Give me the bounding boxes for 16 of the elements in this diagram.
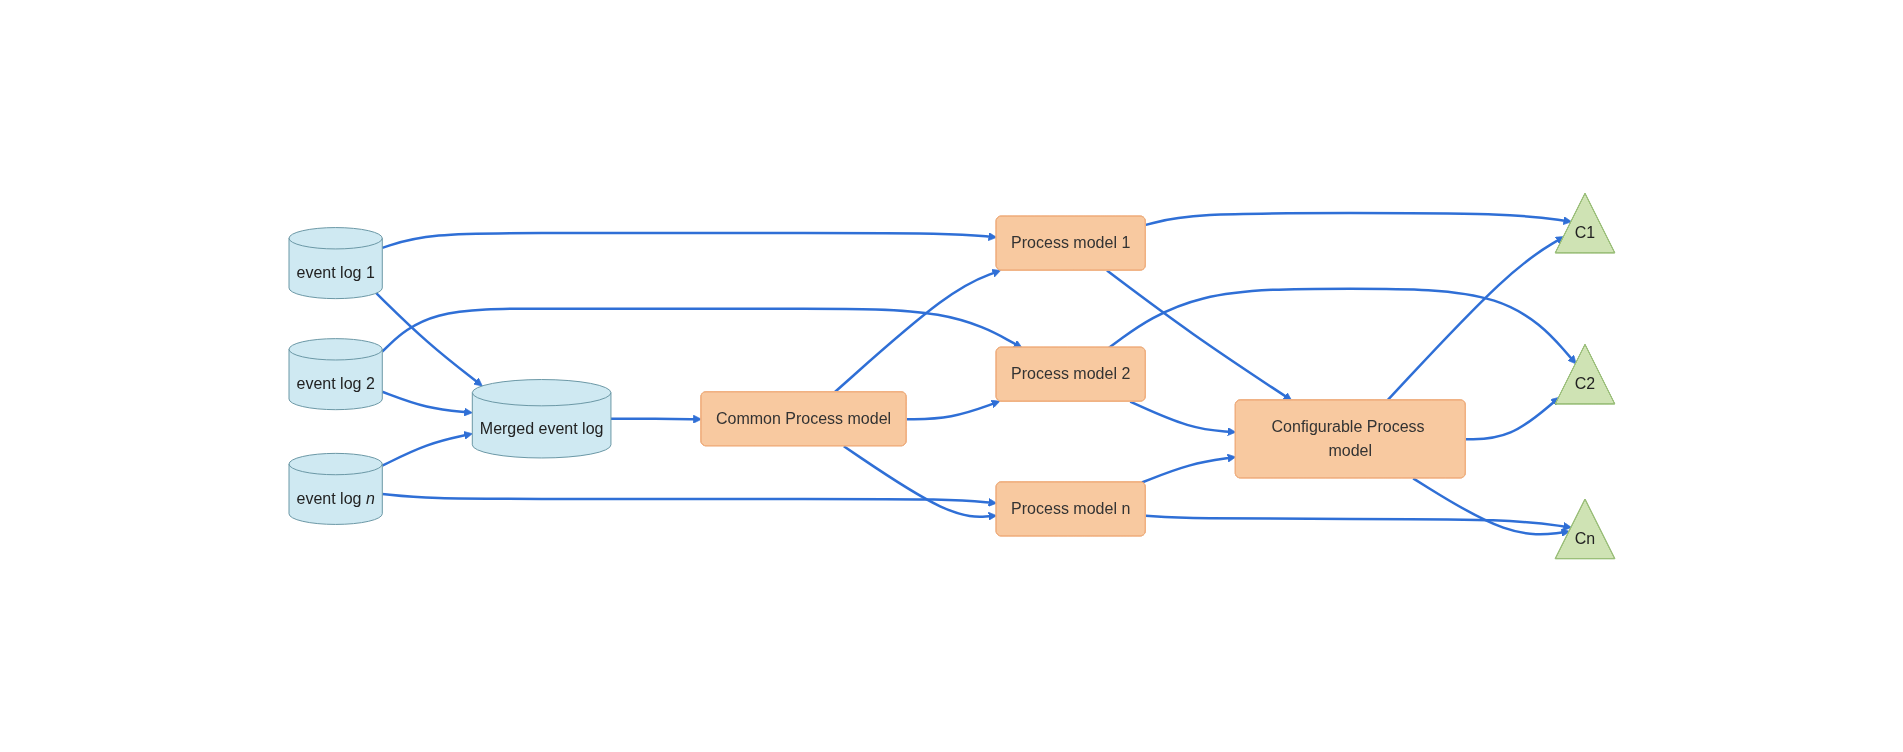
arrow [1129, 400, 1236, 436]
arrow [610, 414, 702, 424]
arrow [381, 307, 1022, 353]
arrow [381, 231, 997, 249]
arrow [1412, 477, 1570, 537]
arrow [375, 292, 483, 387]
arrow [1105, 269, 1292, 401]
arrow [1107, 287, 1577, 365]
arrow [1145, 514, 1572, 531]
arrow [381, 492, 997, 507]
arrow [842, 445, 997, 521]
arrow [1145, 211, 1572, 227]
arrow [381, 431, 473, 467]
arrow [906, 399, 1000, 421]
arrow [1141, 453, 1236, 484]
arrow [381, 390, 473, 417]
